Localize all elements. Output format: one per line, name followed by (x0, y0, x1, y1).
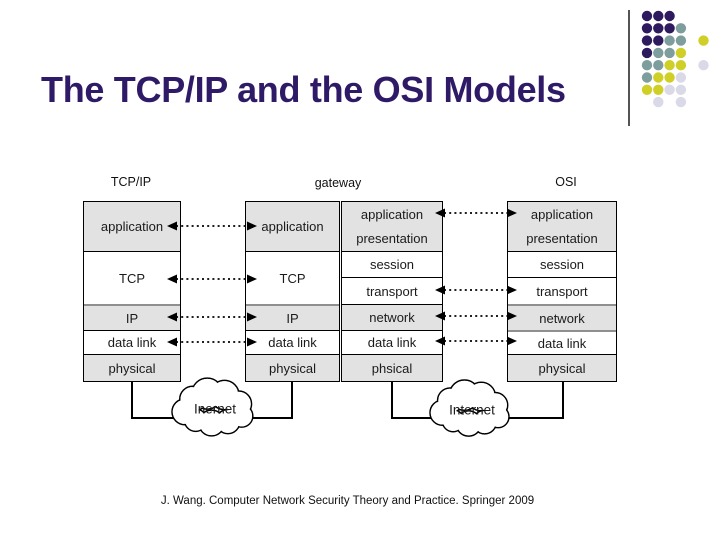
decor-dot (664, 10, 675, 22)
decor-dot (675, 59, 687, 71)
layer-row-tcp: TCP (84, 251, 180, 304)
layer-row-data-link: data link (342, 330, 442, 354)
layer-label: application (530, 206, 594, 222)
dotted-arrow (435, 285, 517, 295)
connector-line (131, 381, 293, 419)
layer-label: presentation (526, 231, 598, 247)
layer-row-session: session (342, 251, 442, 277)
layer-label: application (360, 206, 424, 222)
connector-line (391, 381, 564, 419)
decor-dot (641, 72, 653, 83)
layer-label: phsical (371, 360, 413, 376)
dotted-arrow (435, 311, 517, 321)
layer-label: data link (367, 335, 417, 350)
layer-label: transport (366, 283, 418, 299)
decor-dot (664, 72, 675, 83)
osi-stack: application presentation session transport n… (507, 201, 617, 382)
layer-row-transport: transport (342, 277, 442, 304)
layer-row-data-link: data link (508, 330, 616, 354)
decor-dot-grid (641, 10, 709, 108)
stack-label-tcp-ip: TCP/IP (110, 175, 152, 189)
layer-label: data link (537, 335, 587, 351)
layer-row-application: application (246, 202, 339, 251)
layer-row-application: application (84, 202, 180, 251)
decor-dot (641, 10, 653, 22)
layer-row-application: application presentation (342, 202, 442, 251)
decor-dot (641, 47, 653, 59)
decor-dot (675, 23, 687, 34)
layer-row-physical: physical (246, 354, 339, 381)
layer-label: presentation (356, 231, 428, 247)
layer-label: physical (269, 360, 316, 376)
slide-title: The TCP/IP and the OSI Models (41, 69, 566, 110)
stack-label-osi: OSI (555, 175, 577, 189)
layer-row-data-link: data link (246, 330, 339, 354)
decor-dot (664, 35, 675, 46)
decor-dot (641, 59, 653, 71)
stack-label-gateway: gateway (314, 176, 362, 190)
layer-label: TCP (119, 270, 145, 286)
layer-label: session (369, 257, 415, 272)
decor-dot (664, 59, 675, 71)
layer-label: data link (107, 335, 157, 350)
layer-row-physical: physical (84, 354, 180, 381)
decor-dot (675, 35, 687, 46)
decor-dot (698, 35, 709, 46)
decor-dot (653, 84, 664, 96)
layer-row-tcp: TCP (246, 251, 339, 304)
layer-row-application: application presentation (508, 202, 616, 251)
decor-dot (653, 96, 664, 108)
layer-row-data-link: data link (84, 330, 180, 354)
decor-dot (641, 35, 653, 46)
layer-row-transport: transport (508, 277, 616, 304)
layer-row-phsical: phsical (342, 354, 442, 381)
layer-label: application (261, 219, 324, 234)
decor-dot (675, 84, 687, 96)
layer-row-ip: IP (84, 304, 180, 330)
decor-dot (653, 10, 664, 22)
cloud-label: Internet (449, 403, 495, 418)
layer-row-physical: physical (508, 354, 616, 381)
layer-label: network (369, 310, 415, 325)
cloud-label: Inernet (194, 402, 236, 417)
layer-label: physical (538, 360, 586, 376)
decor-dot (664, 23, 675, 34)
dotted-arrow (435, 208, 517, 218)
decor-dot (698, 59, 709, 71)
decor-dot (653, 59, 664, 71)
decor-dot (675, 96, 687, 108)
layer-label: transport (536, 283, 588, 299)
layer-label: IP (286, 310, 299, 326)
gateway-right-stack: application presentation session transport n… (341, 201, 443, 382)
layer-label: data link (268, 335, 317, 350)
internet-cloud: Internet (429, 379, 510, 437)
layer-label: TCP (279, 270, 306, 286)
decor-dot (653, 23, 664, 34)
decor-dot (664, 47, 675, 59)
layer-row-session: session (508, 251, 616, 277)
layer-row-ip: IP (246, 304, 339, 330)
citation-footer: J. Wang. Computer Network Security Theor… (160, 495, 535, 507)
decor-dot (653, 72, 664, 83)
decor-dot (664, 84, 675, 96)
layer-label: network (539, 310, 585, 326)
layer-label: session (539, 257, 585, 272)
decor-dot (675, 72, 687, 83)
layer-label: IP (125, 310, 139, 326)
dotted-arrow (435, 336, 517, 346)
layer-label: application (100, 219, 164, 234)
layer-row-network: network (342, 304, 442, 330)
decor-dot (641, 23, 653, 34)
decor-dot (653, 47, 664, 59)
inernet-cloud: Inernet (171, 377, 254, 437)
decor-dot (653, 35, 664, 46)
layer-label: physical (108, 360, 156, 376)
layer-row-network: network (508, 304, 616, 330)
decor-dot (675, 47, 687, 59)
decor-dot (641, 84, 653, 96)
